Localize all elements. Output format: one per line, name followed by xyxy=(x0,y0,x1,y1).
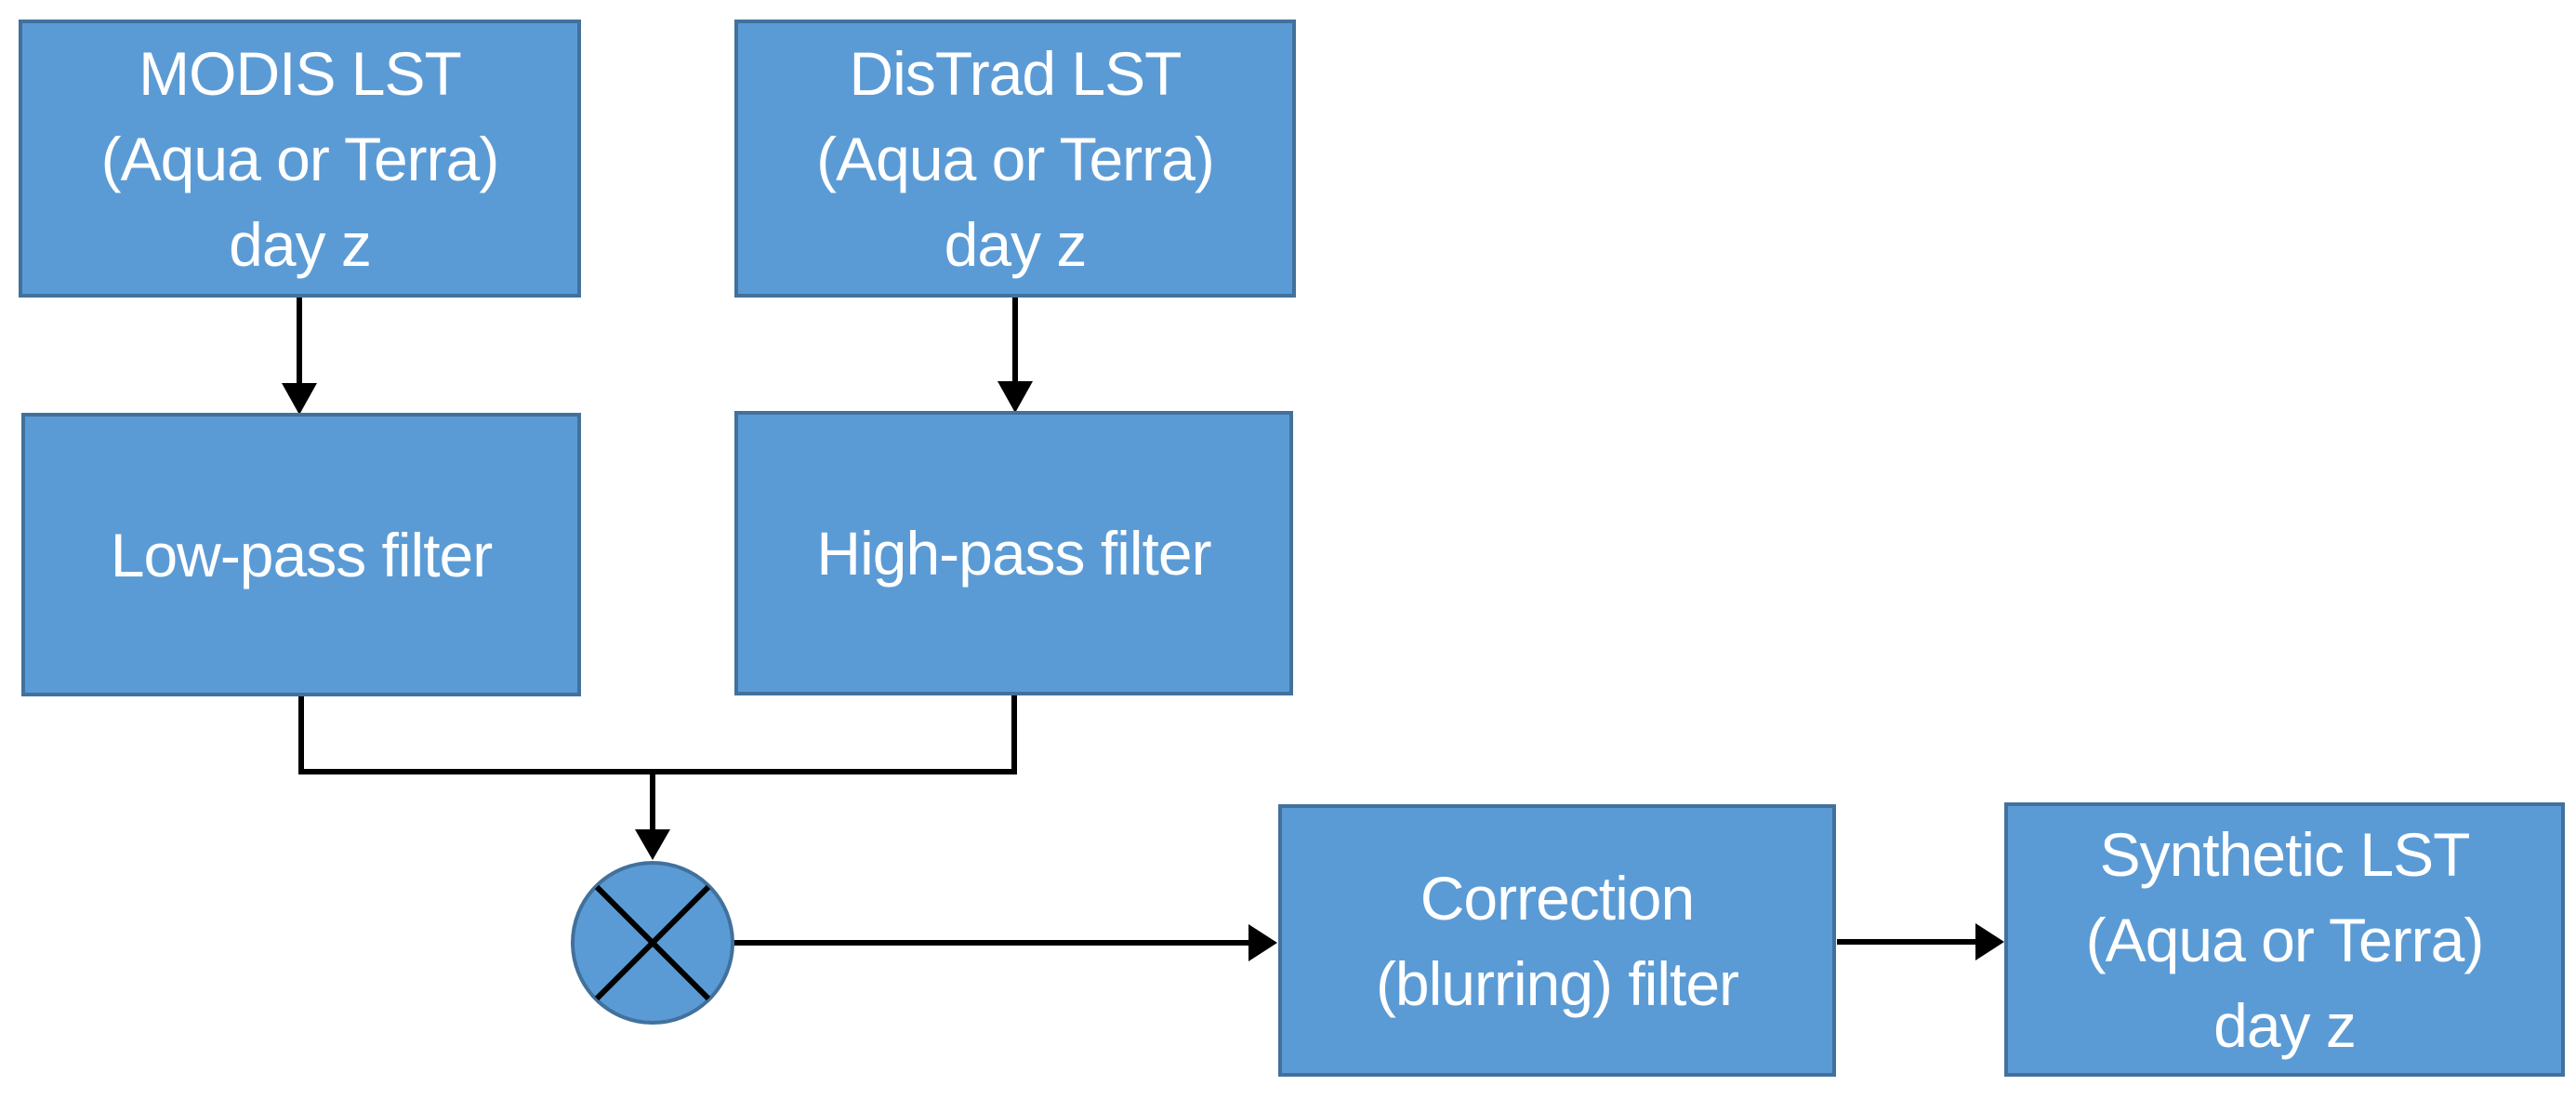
arrow-multiply-to-correction xyxy=(733,924,1277,961)
node-synthetic-lst: Synthetic LST (Aqua or Terra) day z xyxy=(2004,802,2565,1077)
node-modis-lst: MODIS LST (Aqua or Terra) day z xyxy=(19,20,581,298)
node-low-pass-filter: Low-pass filter xyxy=(21,413,581,696)
node-high-pass-filter-label: High-pass filter xyxy=(816,519,1211,588)
node-correction-filter: Correction (blurring) filter xyxy=(1278,804,1836,1077)
arrow-merge-to-multiply xyxy=(635,769,670,860)
node-distrad-lst-label: DisTrad LST (Aqua or Terra) day z xyxy=(816,38,1215,279)
connector-merge-elbow xyxy=(298,695,1017,774)
circled-times-icon xyxy=(594,884,711,1001)
node-modis-lst-label: MODIS LST (Aqua or Terra) day z xyxy=(100,38,500,279)
node-low-pass-filter-label: Low-pass filter xyxy=(110,520,493,589)
node-synthetic-lst-label: Synthetic LST (Aqua or Terra) day z xyxy=(2085,819,2485,1060)
arrow-distrad-to-highpass xyxy=(997,298,1033,413)
node-correction-filter-label: Correction (blurring) filter xyxy=(1375,863,1739,1018)
node-high-pass-filter: High-pass filter xyxy=(734,411,1293,695)
multiply-operator-node xyxy=(571,861,734,1025)
arrow-modis-to-lowpass xyxy=(282,298,317,415)
node-distrad-lst: DisTrad LST (Aqua or Terra) day z xyxy=(734,20,1296,298)
arrow-correction-to-synthetic xyxy=(1837,923,2004,960)
